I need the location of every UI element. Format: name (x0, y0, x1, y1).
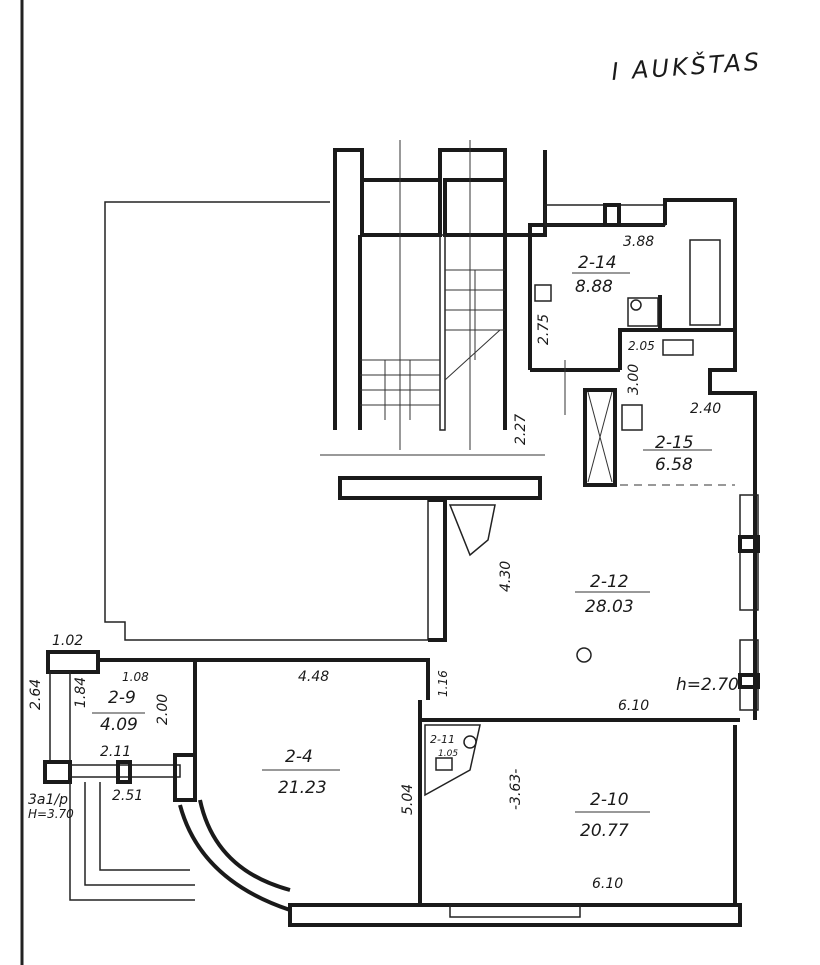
rooms-2-14-2-15 (528, 198, 757, 720)
room-area: 28.03 (585, 597, 634, 617)
dim-label: 4.30 (498, 561, 514, 592)
dim-label: 4.48 (298, 669, 329, 685)
room-id: 2-12 (590, 572, 629, 592)
room-label-2-14: 2-14 8.88 (572, 253, 630, 297)
dim-label: 2.40 (690, 401, 721, 417)
room-id: 2-10 (590, 790, 629, 810)
stair-note: 3a1/p (28, 792, 68, 808)
ceiling-height-note: h=2.70 (676, 675, 739, 695)
room-2-12-walls (420, 494, 760, 722)
dim-label: 1.16 (436, 670, 450, 697)
dim-label: 1.02 (52, 633, 83, 649)
stairwell (320, 140, 547, 500)
room-label-2-15: 2-15 6.58 (643, 433, 712, 475)
dim-label: 2.27 (513, 414, 529, 445)
room-area: 8.88 (575, 277, 613, 297)
dim-label: -3.63- (508, 769, 524, 810)
dim-label: 6.10 (592, 876, 623, 892)
room-area: 1.05 (438, 749, 458, 759)
room-label-2-10: 2-10 20.77 (575, 790, 650, 841)
room-label-2-4: 2-4 21.23 (262, 747, 340, 798)
room-area: 4.09 (100, 715, 138, 735)
room-label-2-12: 2-12 28.03 (575, 572, 650, 617)
dim-label: 1.08 (122, 670, 149, 684)
dim-label: 6.10 (618, 698, 649, 714)
dim-label: 2.64 (28, 679, 44, 710)
dim-label: 3.88 (623, 234, 654, 250)
dim-label: 5.04 (400, 784, 416, 815)
plan-title: I AUKŠTAS (610, 46, 763, 86)
dim-label: 2.75 (536, 314, 552, 345)
room-label-2-11: 2-11 1.05 (430, 733, 458, 759)
dim-label: 3.00 (626, 364, 642, 395)
room-id: 2-4 (285, 747, 313, 767)
dim-label: 2.00 (155, 694, 171, 725)
dim-label: 1.84 (73, 677, 89, 708)
room-id: 2-11 (430, 733, 455, 746)
room-id: 2-9 (108, 688, 136, 708)
stair-height-note: H=3.70 (28, 807, 74, 821)
room-label-2-9: 2-9 4.09 (92, 688, 145, 735)
room-area: 6.58 (655, 455, 693, 475)
room-id: 2-14 (578, 253, 617, 273)
dim-label: 2.11 (100, 744, 131, 760)
dimension-labels: 3.88 2.75 2.05 3.00 2.40 2.27 4.30 1.02 … (28, 234, 721, 892)
room-2-10-walls (418, 720, 737, 918)
dim-label: 2.51 (112, 788, 143, 804)
room-area: 20.77 (580, 821, 629, 841)
room-area: 21.23 (278, 778, 327, 798)
dim-label: 2.05 (628, 339, 655, 353)
room-id: 2-15 (655, 433, 694, 453)
